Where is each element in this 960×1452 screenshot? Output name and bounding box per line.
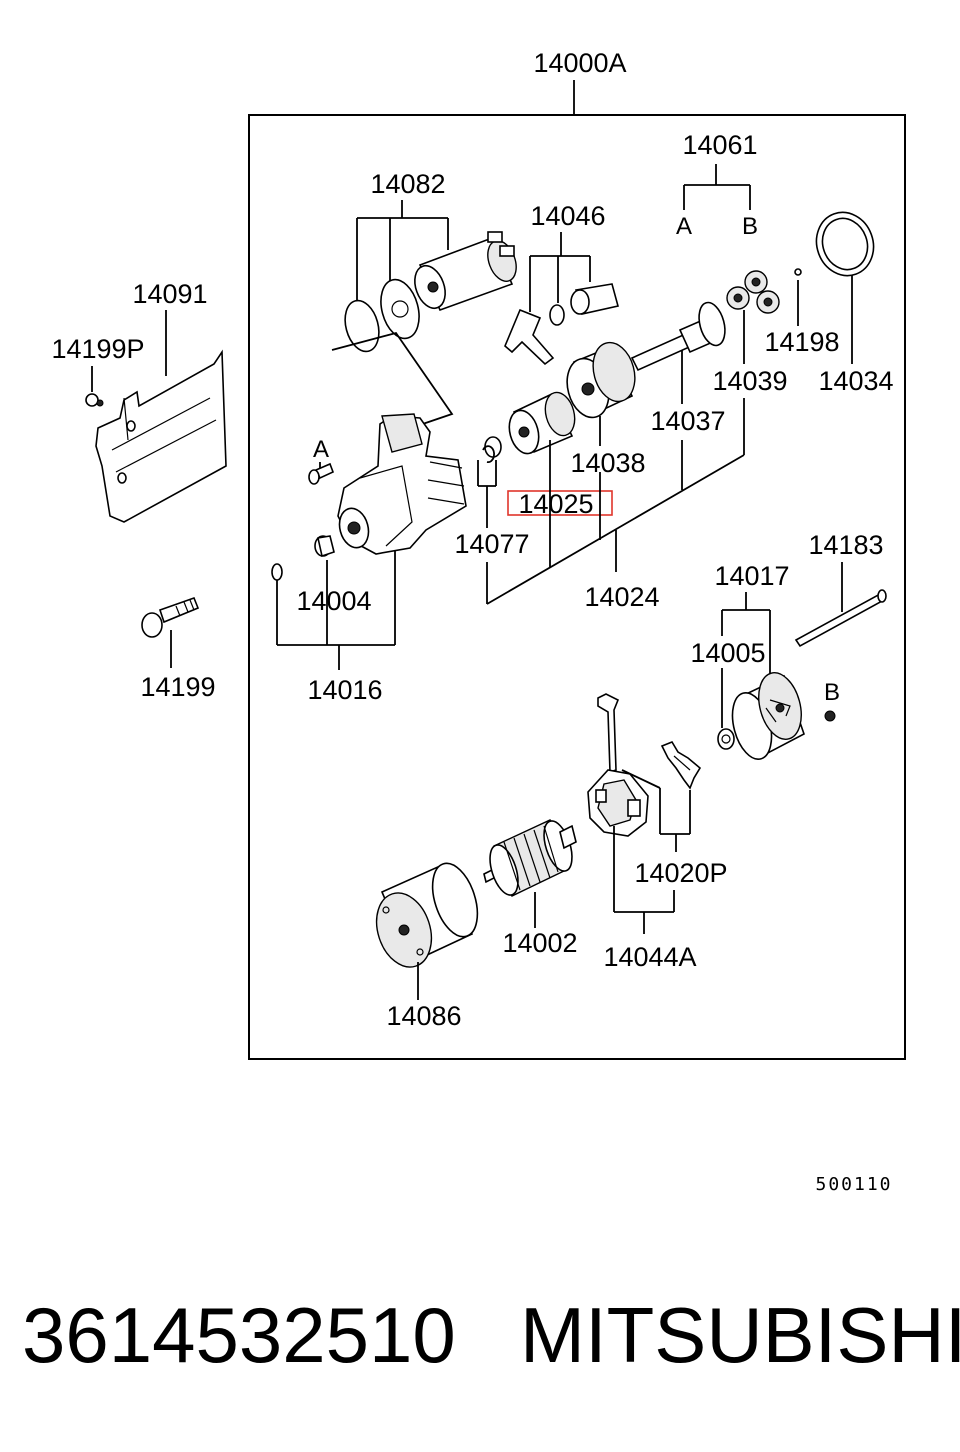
label-14199P[interactable]: 14199P (51, 334, 144, 364)
rear-bushing-part[interactable] (717, 728, 735, 750)
label-14044A[interactable]: 14044A (603, 942, 696, 972)
through-bolt-part[interactable] (794, 589, 887, 648)
brush-holder-part[interactable] (587, 769, 649, 837)
pin-14198[interactable] (794, 268, 802, 276)
cover-part[interactable] (95, 349, 227, 523)
label-14086[interactable]: 14086 (386, 1001, 461, 1031)
label-14039[interactable]: 14039 (712, 366, 787, 396)
brush-spring-part[interactable] (660, 741, 702, 790)
screw-a-part[interactable] (308, 462, 335, 485)
label-14183[interactable]: 14183 (808, 530, 883, 560)
label-14016[interactable]: 14016 (307, 675, 382, 705)
label-screw-b[interactable]: B (824, 679, 840, 706)
yoke-part[interactable] (368, 858, 486, 974)
lever-parts[interactable] (504, 283, 619, 366)
label-14061-a[interactable]: A (676, 213, 692, 240)
front-housing-part[interactable] (335, 413, 467, 555)
footer-part-number: 3614532510 (22, 1291, 456, 1379)
shaft-part[interactable] (630, 300, 729, 372)
diagram-code: 500110 (815, 1174, 892, 1195)
label-14025[interactable]: 14025 (518, 489, 593, 519)
armature-part[interactable] (483, 818, 577, 899)
solenoid-part[interactable] (409, 231, 521, 312)
label-14017[interactable]: 14017 (714, 561, 789, 591)
oring-part[interactable] (271, 563, 283, 581)
label-14024[interactable]: 14024 (584, 582, 659, 612)
label-14198[interactable]: 14198 (764, 327, 839, 357)
label-14061-b[interactable]: B (742, 213, 758, 240)
clip-part[interactable] (85, 393, 104, 407)
label-14037[interactable]: 14037 (650, 406, 725, 436)
label-screw-a[interactable]: A (313, 436, 329, 463)
label-14082[interactable]: 14082 (370, 169, 445, 199)
bolt-part[interactable] (141, 596, 200, 638)
highlight-box-14025 (507, 490, 613, 516)
bushing-part[interactable] (314, 535, 335, 558)
rear-bracket-part[interactable] (726, 668, 808, 764)
pinion-part[interactable] (505, 389, 579, 457)
label-14077[interactable]: 14077 (454, 529, 529, 559)
ring-part[interactable] (808, 204, 883, 283)
planet-gears[interactable] (726, 270, 780, 314)
label-14061[interactable]: 14061 (682, 130, 757, 160)
stop-ring-part[interactable] (482, 436, 502, 464)
label-14002[interactable]: 14002 (502, 928, 577, 958)
solenoid-plates[interactable] (340, 275, 425, 355)
footer-brand: MITSUBISHI (520, 1291, 960, 1379)
label-14004[interactable]: 14004 (296, 586, 371, 616)
label-14199[interactable]: 14199 (140, 672, 215, 702)
screw-b-part[interactable] (824, 710, 836, 722)
label-14046[interactable]: 14046 (530, 201, 605, 231)
assembly-frame (248, 114, 906, 1060)
brush-lead-part[interactable] (597, 693, 620, 774)
label-14034[interactable]: 14034 (818, 366, 893, 396)
label-14005[interactable]: 14005 (690, 638, 765, 668)
label-14038[interactable]: 14038 (570, 448, 645, 478)
label-14000A[interactable]: 14000A (533, 48, 626, 78)
internal-gear-part[interactable] (561, 338, 641, 422)
label-14020P[interactable]: 14020P (634, 858, 727, 888)
label-14091[interactable]: 14091 (132, 279, 207, 309)
